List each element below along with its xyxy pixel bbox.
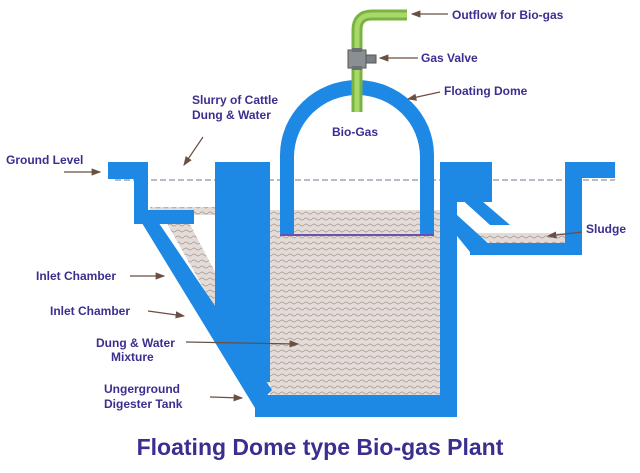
label-ground-level: Ground Level [6, 153, 83, 167]
gas-valve-icon [347, 48, 377, 70]
sludge-slurry [475, 233, 565, 243]
label-sludge: Sludge [586, 222, 626, 236]
label-outflow: Outflow for Bio-gas [452, 8, 564, 22]
label-inlet-chamber-1: Inlet Chamber [36, 269, 116, 283]
label-bio-gas: Bio-Gas [332, 125, 378, 139]
digester-walls [108, 162, 615, 417]
label-mixture-line1: Dung & Water [96, 336, 175, 350]
label-gas-valve: Gas Valve [421, 51, 478, 65]
label-tank-line1: Ungerground [104, 382, 180, 396]
label-slurry-line2: Dung & Water [192, 108, 271, 122]
label-inlet-chamber-2: Inlet Chamber [50, 304, 130, 318]
label-floating-dome: Floating Dome [444, 84, 528, 98]
label-arrows [64, 10, 583, 402]
label-mixture-line2: Mixture [111, 350, 154, 364]
label-tank-line2: Digester Tank [104, 397, 183, 411]
digester-slurry [270, 210, 440, 395]
diagram-title: Floating Dome type Bio-gas Plant [137, 434, 504, 460]
label-slurry-line1: Slurry of Cattle [192, 93, 278, 107]
